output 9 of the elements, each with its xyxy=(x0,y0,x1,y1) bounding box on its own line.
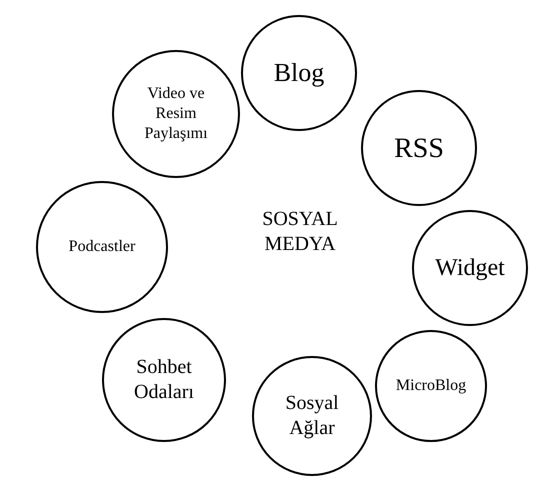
topic-label: Podcastler xyxy=(68,237,136,257)
topic-label: MicroBlog xyxy=(396,376,466,396)
topic-label: Blog xyxy=(274,56,324,89)
topic-label: Sosyal Ağlar xyxy=(284,391,340,441)
topic-label: Video ve Resim Paylaşımı xyxy=(143,84,209,144)
topic-label: Widget xyxy=(435,254,505,283)
center-title: SOSYAL MEDYA xyxy=(261,207,339,257)
topic-label: Sohbet Odaları xyxy=(133,355,195,405)
topic-label: RSS xyxy=(394,132,444,166)
